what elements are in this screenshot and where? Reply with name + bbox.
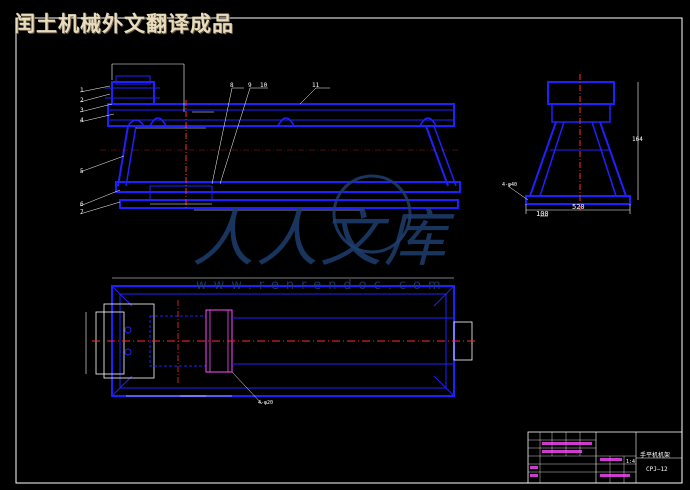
dim-width-base: 100 <box>536 210 549 218</box>
leader-number: 5 <box>80 168 84 175</box>
drawing-scale: 1:4 <box>626 459 636 465</box>
label-note: 4-φ20 <box>258 400 274 406</box>
leader-number: 10 <box>260 82 268 89</box>
leader-number: 6 <box>80 201 84 208</box>
leader-number: 3 <box>80 107 84 114</box>
dim-height-overall: 164 <box>632 136 643 143</box>
leader-number: 7 <box>80 209 84 216</box>
label-hole-spec: 4-φ40 <box>502 182 518 188</box>
title-block <box>527 431 683 484</box>
banner-title: 闰土机械外文翻译成品 <box>14 12 234 36</box>
top-view <box>85 277 476 405</box>
leader-number: 1 <box>80 87 84 94</box>
front-view <box>79 63 461 215</box>
sheet-border <box>15 17 683 484</box>
watermark-chinese: 人人文库 <box>192 202 449 275</box>
watermark-circle <box>332 174 412 254</box>
drawing-code: CPJ—12 <box>646 466 668 473</box>
leader-number: 8 <box>230 82 234 89</box>
leader-number: 4 <box>80 117 84 124</box>
dim-width-overall: 520 <box>572 203 585 211</box>
side-view <box>507 74 639 217</box>
leader-number: 2 <box>80 97 84 104</box>
drawing-name: 手平机机架 <box>640 452 671 459</box>
leader-number: 9 <box>248 82 252 89</box>
watermark-url: www.renrendoc.com <box>196 278 448 293</box>
leader-number: 11 <box>312 82 320 89</box>
